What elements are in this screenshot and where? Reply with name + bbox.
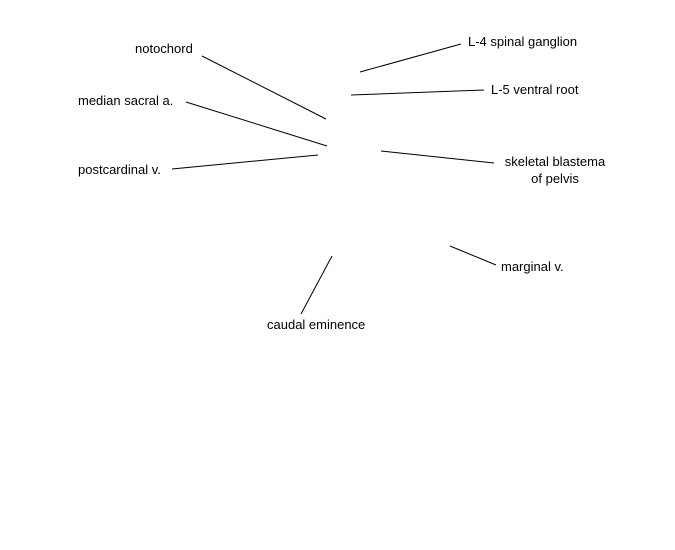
label-skeletal-blastema-of-pelvis: skeletal blastema of pelvis bbox=[504, 154, 606, 186]
leader-line-l4-ganglion bbox=[359, 43, 462, 73]
label-median-sacral-artery: median sacral a. bbox=[78, 93, 174, 108]
label-postcardinal-vein: postcardinal v. bbox=[78, 162, 161, 177]
leader-line-skeletal-blastema bbox=[380, 150, 495, 164]
leader-line-notochord bbox=[201, 55, 327, 120]
label-notochord: notochord bbox=[135, 41, 193, 56]
label-caudal-eminence: caudal eminence bbox=[267, 317, 366, 332]
label-marginal-vein: marginal v. bbox=[501, 259, 564, 274]
leader-line-postcardinal bbox=[171, 154, 319, 170]
leader-line-median-sacral bbox=[185, 101, 328, 147]
leader-line-marginal bbox=[449, 245, 497, 266]
leader-line-l5-root bbox=[350, 89, 485, 96]
label-l4-spinal-ganglion: L-4 spinal ganglion bbox=[468, 34, 578, 49]
label-l5-ventral-root: L-5 ventral root bbox=[491, 82, 579, 97]
leader-line-caudal-eminence bbox=[300, 255, 333, 315]
